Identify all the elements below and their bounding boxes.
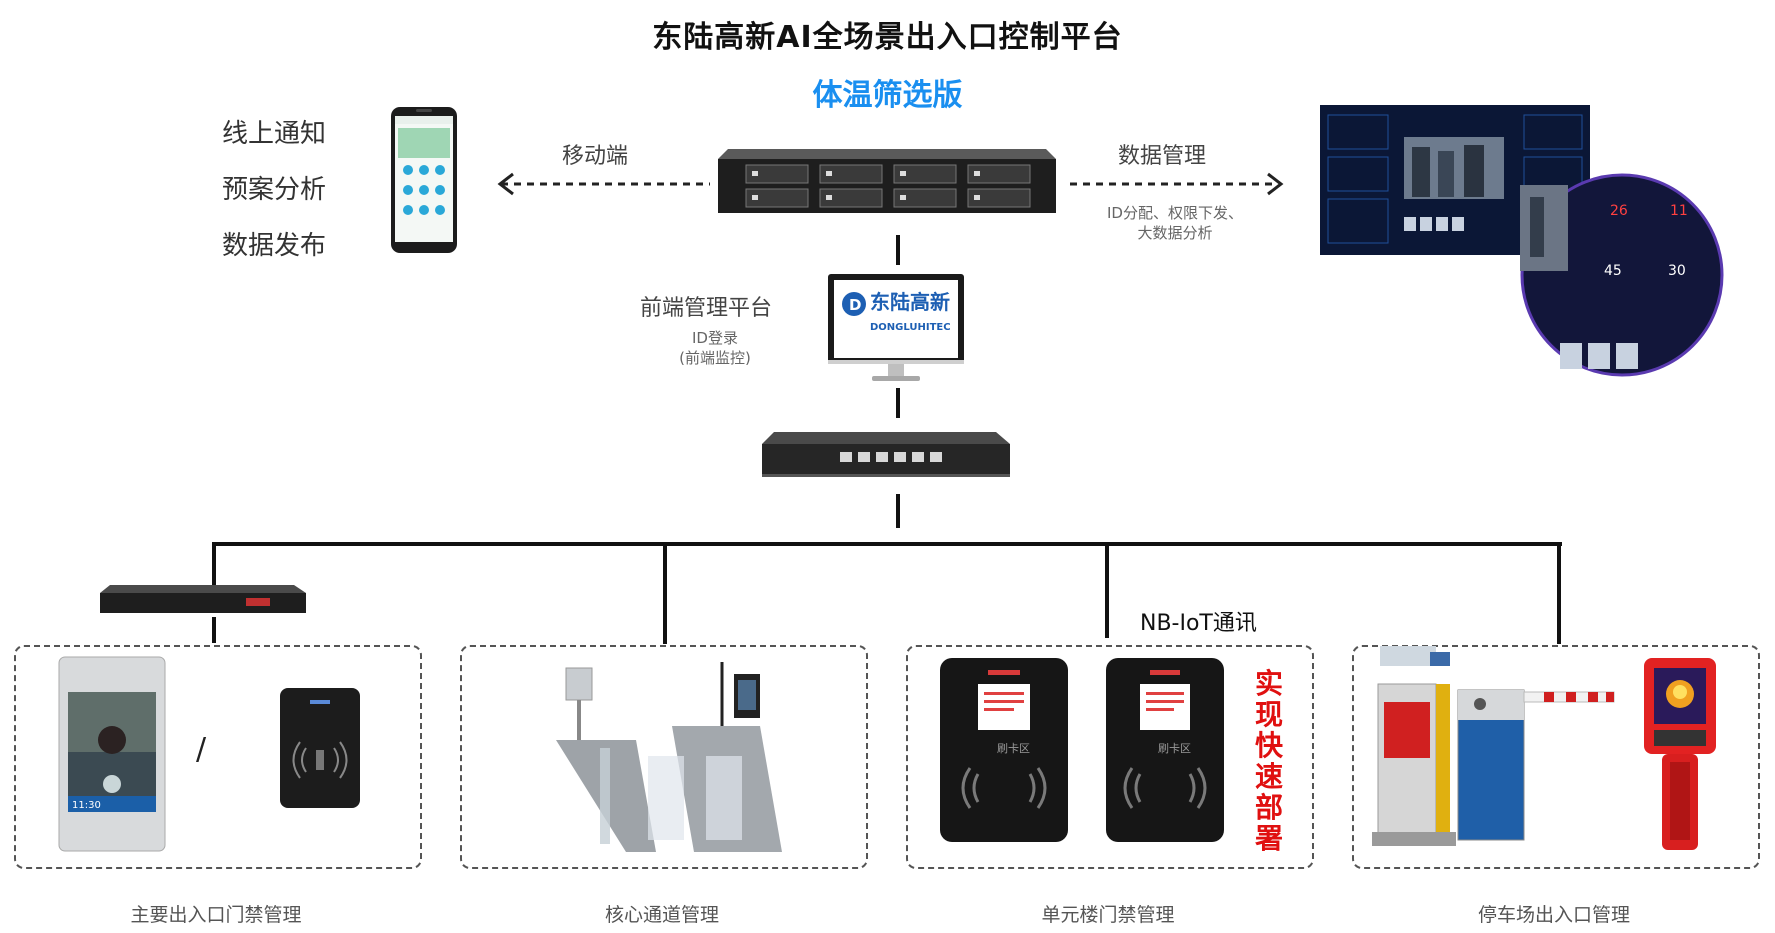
drop-line-4 (1557, 542, 1561, 644)
smartphone-image (391, 107, 457, 253)
mobile-arrow (497, 172, 710, 196)
caption-main-entrance: 主要出入口门禁管理 (130, 904, 302, 926)
data-mgmt-label: 数据管理 (1118, 144, 1207, 169)
diagram-title: 东陆高新AI全场景出入口控制平台 (652, 20, 1123, 55)
dashboard-value-1: 26 (1610, 203, 1628, 219)
feature-plan-analysis: 预案分析 (222, 175, 327, 205)
caption-unit-building: 单元楼门禁管理 (1041, 904, 1175, 926)
diagram-subtitle: 体温筛选版 (812, 78, 963, 113)
feature-online-notice: 线上通知 (222, 119, 327, 149)
dashboard-value-4: 30 (1668, 263, 1686, 279)
caption-core-channel: 核心通道管理 (604, 904, 719, 926)
connector-monitor-switch (896, 388, 900, 418)
dashboard-value-2: 11 (1670, 203, 1688, 219)
connector-server-monitor (896, 235, 900, 265)
data-mgmt-note: ID分配、权限下发、 大数据分析 (1107, 204, 1243, 242)
server-image (718, 149, 1056, 213)
dashboard-value-3: 45 (1604, 263, 1622, 279)
quick-deploy-text: 实 现 快 速 部 署 (1254, 667, 1283, 855)
zone-parking (1352, 645, 1760, 869)
monitor-image: D 东陆高新 DONGLUHITEC (828, 274, 964, 381)
card-reader-image (280, 688, 360, 808)
drop-line-1 (212, 542, 216, 588)
logo-text-cn: 东陆高新 (870, 290, 950, 314)
network-switch-image (762, 432, 1010, 477)
turnstile-image (556, 662, 782, 852)
feature-data-publish: 数据发布 (222, 231, 327, 261)
device-separator: / (196, 732, 207, 767)
connector-switch-bus (896, 494, 900, 528)
data-mgmt-arrow (1070, 172, 1284, 196)
zone-core-channel (460, 645, 868, 869)
parking-terminal-image (1372, 646, 1456, 846)
reader-2-zone-text: 刷卡区 (1158, 742, 1191, 755)
network-bus-line (212, 542, 1562, 546)
logo-text-en: DONGLUHITEC (870, 322, 951, 333)
unit-reader-1-image: 刷卡区 (940, 658, 1068, 842)
terminal-time: 11:30 (72, 800, 101, 811)
drop-line-3 (1105, 542, 1109, 638)
dashboard-image: 26 11 45 30 (1320, 105, 1724, 377)
nbiot-label: NB-IoT通讯 (1140, 611, 1257, 636)
drop-line-2 (663, 542, 667, 644)
frontend-note: ID登录 (前端监控) (679, 329, 751, 367)
frontend-platform-label: 前端管理平台 (640, 296, 773, 321)
zone-main-entrance (14, 645, 422, 869)
mobile-end-label: 移动端 (562, 144, 629, 169)
mobile-feature-list: 线上通知 预案分析 数据发布 (222, 106, 326, 274)
drop-line-1b (212, 617, 216, 643)
thermal-camera-image (1644, 658, 1716, 850)
unit-reader-2-image: 刷卡区 (1106, 658, 1224, 842)
logo-mark: D (849, 296, 861, 314)
zone-unit-building (906, 645, 1314, 869)
caption-parking: 停车场出入口管理 (1477, 904, 1630, 926)
reader-1-zone-text: 刷卡区 (997, 742, 1030, 755)
barrier-gate-image (1457, 689, 1615, 841)
face-terminal-image: 11:30 (58, 656, 166, 852)
access-controller-image (100, 585, 306, 613)
